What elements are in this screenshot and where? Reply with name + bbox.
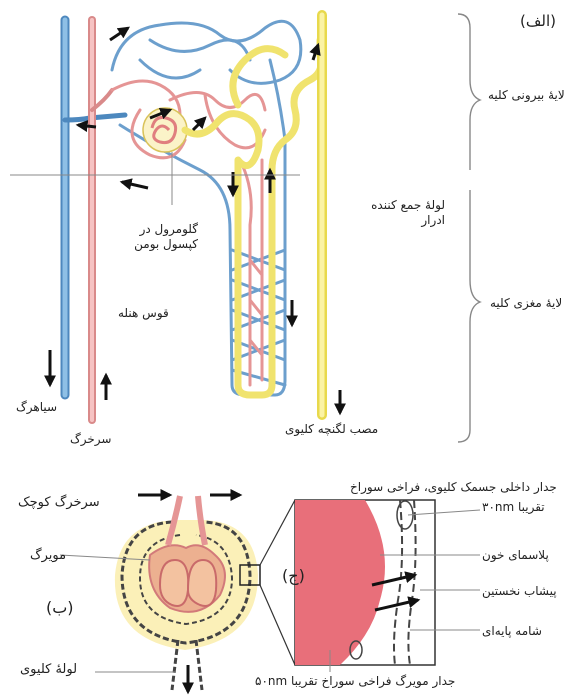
primary-urine-label: پیشاب نخستین [482,584,557,599]
glomerulus-label: گلومرول در کپسول بومن [110,222,198,252]
collecting-duct-label: لولهٔ جمع کننده ادرار [370,198,445,228]
capsule-pore-label: تقریبا ۳۰nm [482,500,545,515]
panel-b-label: (ب) [46,598,74,618]
capsule-wall-label: جدار داخلی جسمک کلیوی، فراخی سوراخ [350,480,557,495]
layer-bracket [458,14,480,442]
panel-a-label: (الف) [520,12,556,31]
plasma-label: پلاسمای خون [482,548,549,563]
capillary-label: مویرگ [30,548,66,564]
glomerulus [143,108,187,152]
vein-label: سیاهرگ [16,400,57,415]
tubule-label: لولهٔ کلیوی [20,662,77,678]
arteriole-label: سرخرگ کوچک [18,495,100,511]
zoom-inset [295,500,435,665]
pelvis-outlet-label: مصب لگنچه کلیوی [285,422,378,437]
artery-label: سرخرگ [70,432,111,447]
inner-layer-label: لایهٔ مغزی کلیه [490,296,562,311]
panel-c-label: (ج) [282,566,305,586]
outer-layer-label: لایهٔ بیرونی کلیه [488,88,565,103]
henle-loop-label: قوس هنله [118,306,169,321]
capillary-wall-label: جدار مویرگ فراخی سوراخ تقریبا ۵۰nm [255,674,455,689]
artery-vessel [92,20,112,420]
basement-membrane-label: شامه پایه‌ای [482,624,542,639]
bowman-capsule [115,496,260,690]
